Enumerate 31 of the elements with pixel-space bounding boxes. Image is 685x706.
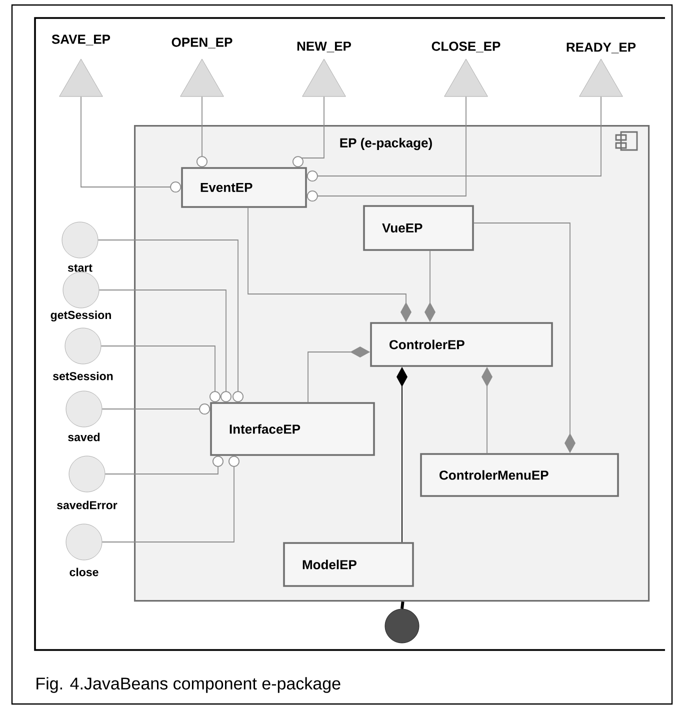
- interface-connector: [100, 346, 220, 402]
- connector-line: [400, 601, 404, 609]
- interface-label: savedError: [57, 500, 118, 510]
- interface-connector: [102, 456, 240, 542]
- port-label: OPEN_EP: [172, 38, 232, 48]
- port-label: CLOSE_EP: [432, 42, 500, 52]
- class-box: EventEP: [181, 167, 307, 208]
- interface-label: close: [70, 568, 98, 576]
- interface-connector: [306, 96, 466, 202]
- interface-connector: [98, 290, 232, 402]
- interface-connector: [292, 96, 324, 168]
- interface-label: getSession: [50, 310, 111, 322]
- class-box: ControlerEP: [370, 322, 553, 367]
- class-box: ControlerMenuEP: [420, 453, 619, 497]
- interface-label: start: [68, 264, 92, 272]
- class-box: InterfaceEP: [210, 402, 375, 456]
- interface-connector: [104, 456, 224, 474]
- interface-connector: [98, 240, 244, 402]
- interface-connector: [102, 404, 210, 414]
- interface-label: setSession: [53, 372, 113, 380]
- interface-connector: [80, 96, 182, 192]
- port-label: READY_EP: [566, 42, 636, 54]
- port-label: NEW_EP: [297, 42, 352, 52]
- interface-connector: [196, 96, 208, 168]
- interface-connector: [306, 96, 602, 182]
- class-box: ModelEP: [283, 542, 414, 587]
- figure-caption: Fig. 4.JavaBeans component e-package: [36, 677, 340, 693]
- class-box: VueEP: [363, 205, 474, 251]
- port-ball: [384, 608, 420, 644]
- interface-label: saved: [68, 432, 100, 442]
- port-label: SAVE_EP: [52, 34, 110, 46]
